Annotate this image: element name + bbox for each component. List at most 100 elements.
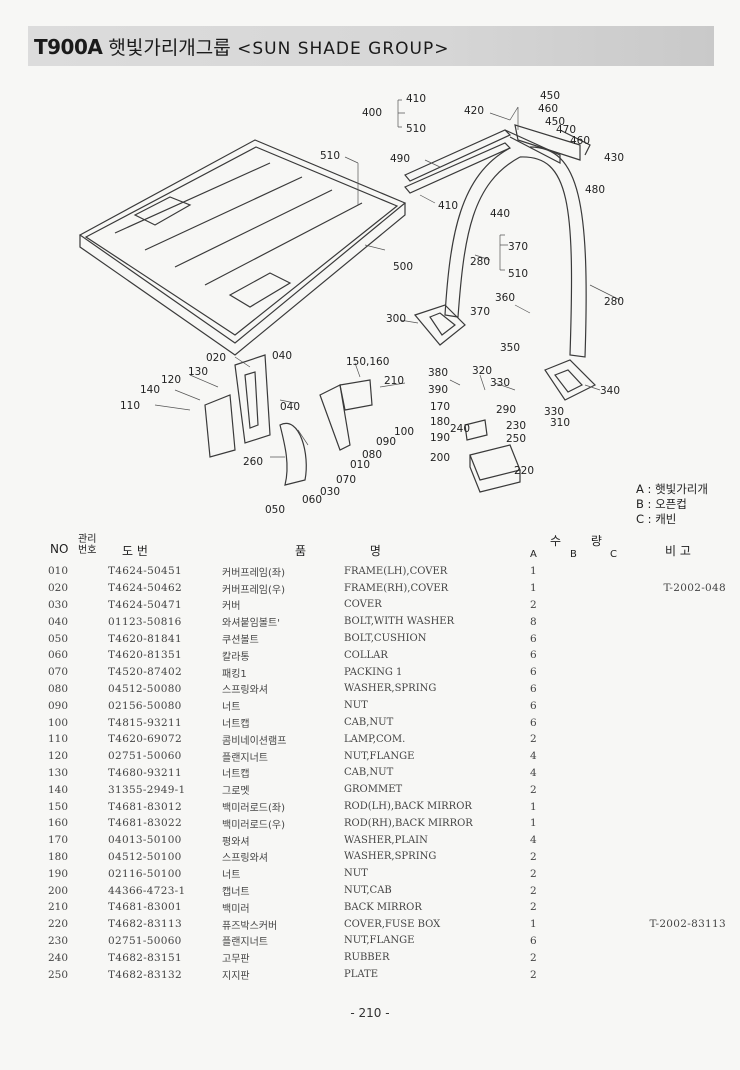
- svg-text:460: 460: [570, 135, 590, 147]
- cell-part: T4681-83012: [108, 800, 182, 813]
- svg-text:290: 290: [496, 404, 516, 416]
- cell-ko: 너트: [222, 702, 241, 714]
- svg-text:260: 260: [243, 456, 263, 468]
- cell-ko: 스프링와셔: [222, 685, 268, 697]
- svg-text:430: 430: [604, 152, 624, 164]
- legend-key: A: [636, 482, 644, 496]
- cell-no: 080: [48, 682, 69, 695]
- cell-part: 04512-50080: [108, 682, 182, 695]
- cell-ko: 평와셔: [222, 836, 250, 848]
- cell-part: T4682-83132: [108, 968, 182, 981]
- cell-no: 020: [48, 582, 69, 595]
- cell-rem: [606, 882, 726, 899]
- cell-a: 6: [530, 716, 537, 729]
- cell-a: 4: [530, 750, 537, 763]
- cell-en: WASHER,SPRING: [344, 851, 437, 863]
- cell-b: [550, 731, 576, 748]
- svg-text:330: 330: [544, 406, 564, 418]
- cell-c: [576, 664, 606, 681]
- cell-ko: 칼라통: [222, 651, 250, 663]
- svg-text:390: 390: [428, 384, 448, 396]
- svg-text:360: 360: [495, 292, 515, 304]
- cell-rem: [606, 832, 726, 849]
- cell-rem: [606, 697, 726, 714]
- svg-text:490: 490: [390, 153, 410, 165]
- cell-part: 02751-50060: [108, 934, 182, 947]
- cell-ko: 쿠션볼트: [222, 635, 259, 647]
- cell-b: [550, 563, 576, 580]
- cell-rem: [606, 933, 726, 950]
- header-drawing-no: 도 번: [122, 544, 148, 558]
- cell-en: COLLAR: [344, 649, 388, 661]
- header-quantity: 수 량: [550, 534, 602, 548]
- cell-no: 150: [48, 800, 69, 813]
- cell-c: [576, 832, 606, 849]
- cell-part: T4624-50471: [108, 598, 182, 611]
- cell-c: [576, 731, 606, 748]
- cell-part: 02116-50100: [108, 867, 182, 880]
- title-english: <SUN SHADE GROUP>: [237, 39, 450, 59]
- title-korean: 햇빛가리개그룹: [108, 37, 231, 59]
- cell-b: [550, 865, 576, 882]
- cell-ko: 플랜지너트: [222, 937, 268, 949]
- cell-a: 6: [530, 682, 537, 695]
- cell-a: 6: [530, 666, 537, 679]
- cell-b: [550, 697, 576, 714]
- cell-no: 170: [48, 834, 69, 847]
- cell-ko: 커버: [222, 601, 241, 613]
- cell-no: 120: [48, 750, 69, 763]
- cell-en: CAB,NUT: [344, 717, 394, 729]
- cell-ko: 플랜지너트: [222, 752, 268, 764]
- svg-text:250: 250: [506, 433, 526, 445]
- svg-text:400: 400: [362, 107, 382, 119]
- svg-text:140: 140: [140, 384, 160, 396]
- cell-ko: 커버프레임(우): [222, 584, 286, 596]
- cell-c: [576, 563, 606, 580]
- cell-c: [576, 765, 606, 782]
- svg-text:010: 010: [350, 459, 370, 471]
- cell-ko: 고무판: [222, 954, 250, 966]
- cell-b: [550, 899, 576, 916]
- cell-en: WASHER,PLAIN: [344, 834, 428, 846]
- cell-a: 2: [530, 733, 537, 746]
- legend-label: 햇빛가리개: [655, 482, 708, 496]
- cell-rem: [606, 681, 726, 698]
- svg-text:080: 080: [362, 449, 382, 461]
- cell-b: [550, 664, 576, 681]
- cell-no: 220: [48, 918, 69, 931]
- cell-rem: [606, 731, 726, 748]
- cell-en: BACK MIRROR: [344, 901, 422, 913]
- cell-ko: 그로멧: [222, 786, 250, 798]
- cell-b: [550, 647, 576, 664]
- cell-c: [576, 798, 606, 815]
- svg-text:050: 050: [265, 504, 285, 516]
- cell-a: 2: [530, 850, 537, 863]
- svg-text:510: 510: [508, 268, 528, 280]
- svg-text:300: 300: [386, 313, 406, 325]
- cell-b: [550, 630, 576, 647]
- cell-en: COVER,FUSE BOX: [344, 918, 441, 930]
- cell-rem: [606, 563, 726, 580]
- svg-text:460: 460: [538, 103, 558, 115]
- cell-rem: [606, 966, 726, 983]
- svg-text:370: 370: [508, 241, 528, 253]
- cell-en: WASHER,SPRING: [344, 683, 437, 695]
- cell-ko: 너트캡: [222, 719, 250, 731]
- cell-en: ROD(LH),BACK MIRROR: [344, 801, 472, 813]
- cell-no: 200: [48, 884, 69, 897]
- legend-label: 캐빈: [655, 512, 677, 526]
- cell-part: T4682-83151: [108, 951, 182, 964]
- cell-c: [576, 966, 606, 983]
- model-name: T900A: [34, 35, 103, 59]
